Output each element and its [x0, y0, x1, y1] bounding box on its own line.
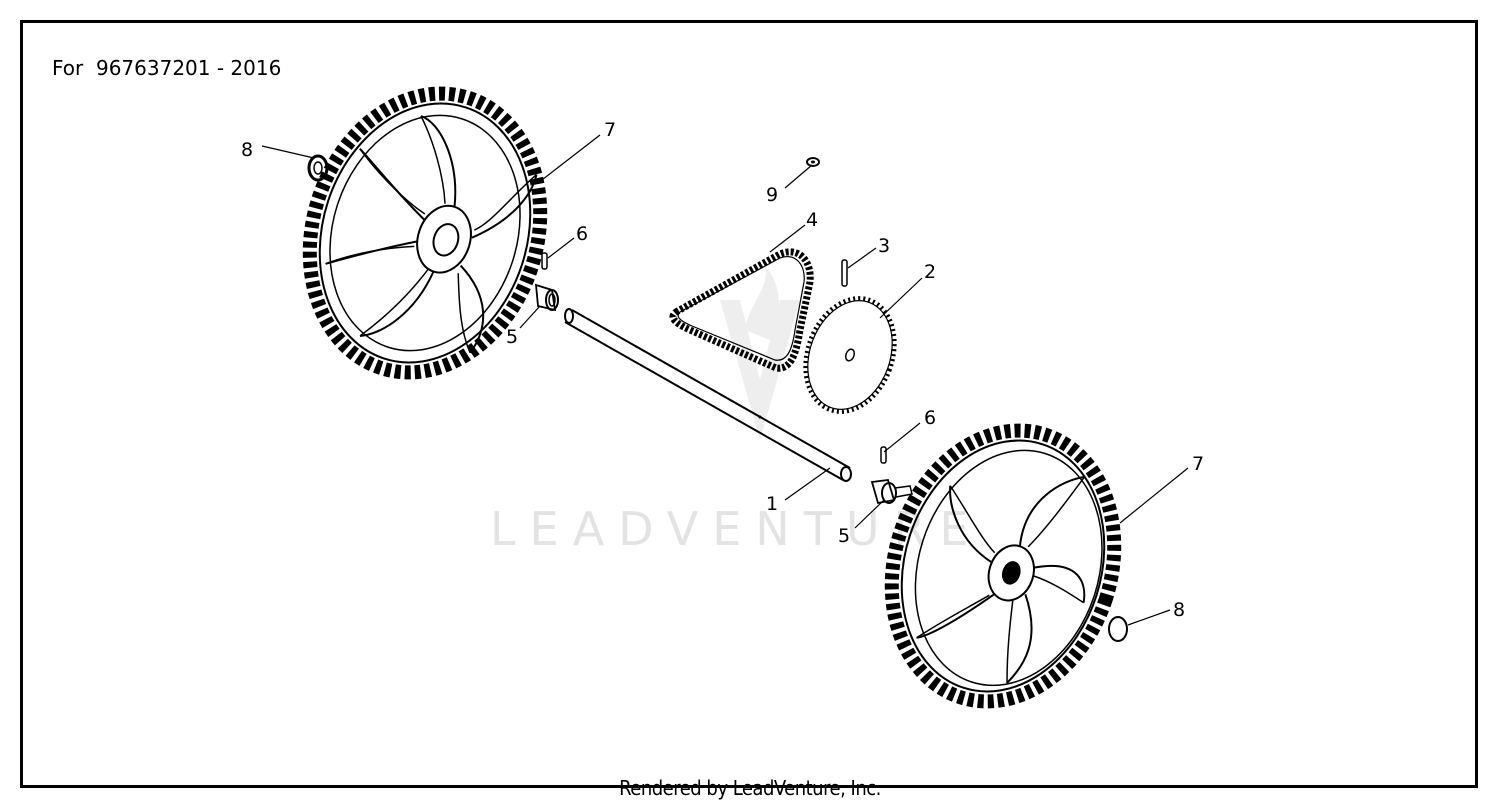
key-pin: [841, 259, 848, 287]
callout-7-left: 7: [604, 119, 616, 141]
callout-4: 4: [806, 209, 818, 231]
callout-6-right: 6: [924, 407, 936, 429]
left-wheel: [302, 86, 548, 380]
sprocket: [803, 296, 897, 414]
model-label: For 967637201 - 2016: [52, 56, 282, 80]
drive-chain: [669, 248, 814, 372]
render-credit: Rendered by LeadVenture, Inc.: [619, 776, 881, 800]
axle-shaft: [564, 308, 852, 482]
callout-3: 3: [878, 235, 890, 257]
right-wheel: [884, 423, 1122, 709]
callout-numbers: 8 7 9 4 6 3 2 5 1 6 7 5 8: [241, 119, 1204, 621]
watermark-text: LEADVENTURE: [490, 502, 983, 556]
leadventure-watermark: LEADVENTURE: [490, 265, 983, 556]
bushing-left: [534, 283, 559, 312]
pin-left: [541, 252, 548, 270]
callout-1: 1: [766, 493, 778, 515]
callout-8-left: 8: [241, 139, 253, 161]
diagram-frame: [20, 20, 1478, 788]
bushing-right: [870, 479, 913, 505]
callout-9: 9: [766, 184, 778, 206]
pin-right: [880, 446, 887, 464]
washer-right: [1108, 616, 1128, 642]
callout-6-left: 6: [576, 223, 588, 245]
callout-5-right: 5: [838, 525, 850, 547]
callout-5-left: 5: [506, 326, 518, 348]
nut: [806, 157, 820, 167]
callout-7-right: 7: [1192, 453, 1204, 475]
callout-leaders: [261, 134, 1189, 626]
washer-left: [307, 154, 329, 182]
callout-2: 2: [924, 261, 936, 283]
callout-8-right: 8: [1173, 599, 1185, 621]
